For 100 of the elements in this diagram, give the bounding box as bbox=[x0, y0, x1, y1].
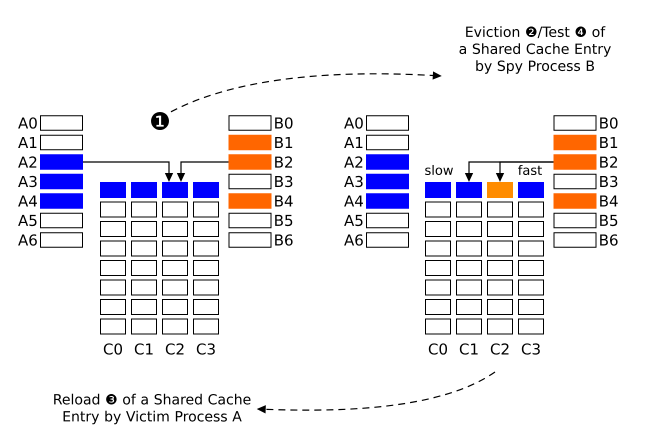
cache-cell bbox=[487, 299, 513, 315]
memory-line-box: A1 bbox=[18, 134, 83, 150]
cache-cell bbox=[100, 280, 126, 296]
memory-line-box: B2 bbox=[554, 154, 618, 170]
cache-cell bbox=[456, 202, 482, 218]
cache-cell bbox=[518, 221, 544, 237]
node-label: A1 bbox=[344, 137, 362, 148]
cache-cell bbox=[518, 202, 544, 218]
node-label: A0 bbox=[344, 117, 363, 129]
cache-cell bbox=[131, 182, 157, 198]
memory-line-box: A5 bbox=[344, 212, 409, 228]
step-caption: Eviction ❷/Test ❹ of a Shared Cache Entry by Spy Process B bbox=[460, 26, 611, 74]
column-label: C1 bbox=[460, 343, 478, 355]
memory-line-box: B4 bbox=[228, 193, 293, 209]
node-label: A6 bbox=[18, 234, 37, 246]
cache-cell bbox=[162, 221, 188, 237]
cache-cell bbox=[131, 240, 157, 256]
cache-cell bbox=[193, 299, 219, 315]
step-caption: Reload ❸ of a Shared Cache Entry by Victim Process A bbox=[54, 394, 250, 424]
cache-cell bbox=[100, 202, 126, 218]
edge-label: slow bbox=[424, 164, 454, 176]
cache-cell bbox=[131, 299, 157, 315]
memory-line-box: B4 bbox=[554, 193, 618, 209]
cache-cell bbox=[456, 182, 482, 198]
edge-label: fast bbox=[516, 164, 544, 176]
node-label: B0 bbox=[275, 117, 293, 129]
cache-cell bbox=[162, 182, 188, 198]
node-label: A1 bbox=[18, 137, 36, 148]
memory-line-box: B1 bbox=[228, 134, 292, 150]
cache-cell bbox=[456, 318, 482, 334]
node-label: A5 bbox=[344, 214, 362, 226]
node-label: A3 bbox=[344, 176, 363, 188]
cache-cell bbox=[518, 182, 544, 198]
cache-cell bbox=[162, 280, 188, 296]
cache-cell bbox=[487, 318, 513, 334]
column-label: C2 bbox=[166, 343, 184, 355]
cache-cell bbox=[162, 202, 188, 218]
node-label: A2 bbox=[18, 156, 36, 168]
node-label: B3 bbox=[275, 176, 292, 188]
cache-cell bbox=[100, 318, 126, 334]
cache-cell bbox=[131, 260, 157, 276]
cache-cell bbox=[162, 318, 188, 334]
memory-line-box: A3 bbox=[18, 174, 83, 190]
memory-line-box: B2 bbox=[228, 154, 292, 170]
cache-cell bbox=[193, 182, 219, 198]
memory-line-box: A4 bbox=[344, 193, 409, 209]
cache-cell bbox=[131, 221, 157, 237]
cache-cell bbox=[425, 202, 451, 218]
cache-cell bbox=[425, 280, 451, 296]
cache-cell bbox=[456, 280, 482, 296]
step-number: ❶ bbox=[151, 112, 169, 130]
node-label: B5 bbox=[600, 214, 618, 226]
cache-cell bbox=[425, 318, 451, 334]
cache-cell bbox=[193, 202, 219, 218]
cache-cell bbox=[487, 202, 513, 218]
cache-cell bbox=[518, 280, 544, 296]
node-label: A4 bbox=[18, 196, 37, 206]
column-label: C2 bbox=[490, 343, 508, 355]
memory-line-box: A4 bbox=[18, 193, 83, 209]
cache-cell bbox=[162, 240, 188, 256]
cache-cell bbox=[193, 221, 219, 237]
node-label: B2 bbox=[600, 156, 618, 168]
memory-line-box: A3 bbox=[344, 174, 409, 190]
memory-line-box: A0 bbox=[344, 115, 409, 131]
cache-cell bbox=[487, 260, 513, 276]
column-label: C1 bbox=[134, 343, 153, 355]
cache-cell bbox=[162, 260, 188, 276]
cache-cell bbox=[487, 182, 513, 198]
node-label: A3 bbox=[18, 176, 37, 188]
node-label: B6 bbox=[275, 234, 293, 246]
memory-line-box: B5 bbox=[228, 212, 292, 228]
node-label: B4 bbox=[600, 196, 618, 206]
node-label: A0 bbox=[18, 117, 37, 129]
memory-line-box: A0 bbox=[18, 115, 83, 131]
cache-cell bbox=[425, 182, 451, 198]
cache-cell bbox=[456, 299, 482, 315]
memory-line-box: B0 bbox=[554, 115, 618, 131]
memory-line-box: B0 bbox=[228, 115, 293, 131]
node-label: B6 bbox=[600, 234, 618, 246]
column-label: C0 bbox=[428, 343, 448, 355]
cache-cell bbox=[487, 280, 513, 296]
memory-line-box: B6 bbox=[228, 232, 293, 248]
node-label: B0 bbox=[600, 117, 618, 129]
cache-cell bbox=[131, 318, 157, 334]
memory-line-box: A1 bbox=[344, 134, 409, 150]
column-label: C3 bbox=[522, 343, 540, 355]
cache-cell bbox=[456, 221, 482, 237]
column-label: C0 bbox=[104, 343, 122, 355]
cache-cell bbox=[518, 299, 544, 315]
memory-line-box: A2 bbox=[18, 154, 83, 170]
cache-cell bbox=[100, 260, 126, 276]
column-label: C3 bbox=[196, 343, 215, 355]
memory-line-box: B5 bbox=[554, 212, 618, 228]
cache-cell bbox=[518, 240, 544, 256]
cache-cell bbox=[100, 240, 126, 256]
memory-line-box: B6 bbox=[554, 232, 618, 248]
memory-line-box: A5 bbox=[18, 212, 83, 228]
cache-cell bbox=[456, 260, 482, 276]
cache-cell bbox=[518, 260, 544, 276]
cache-cell bbox=[193, 280, 219, 296]
